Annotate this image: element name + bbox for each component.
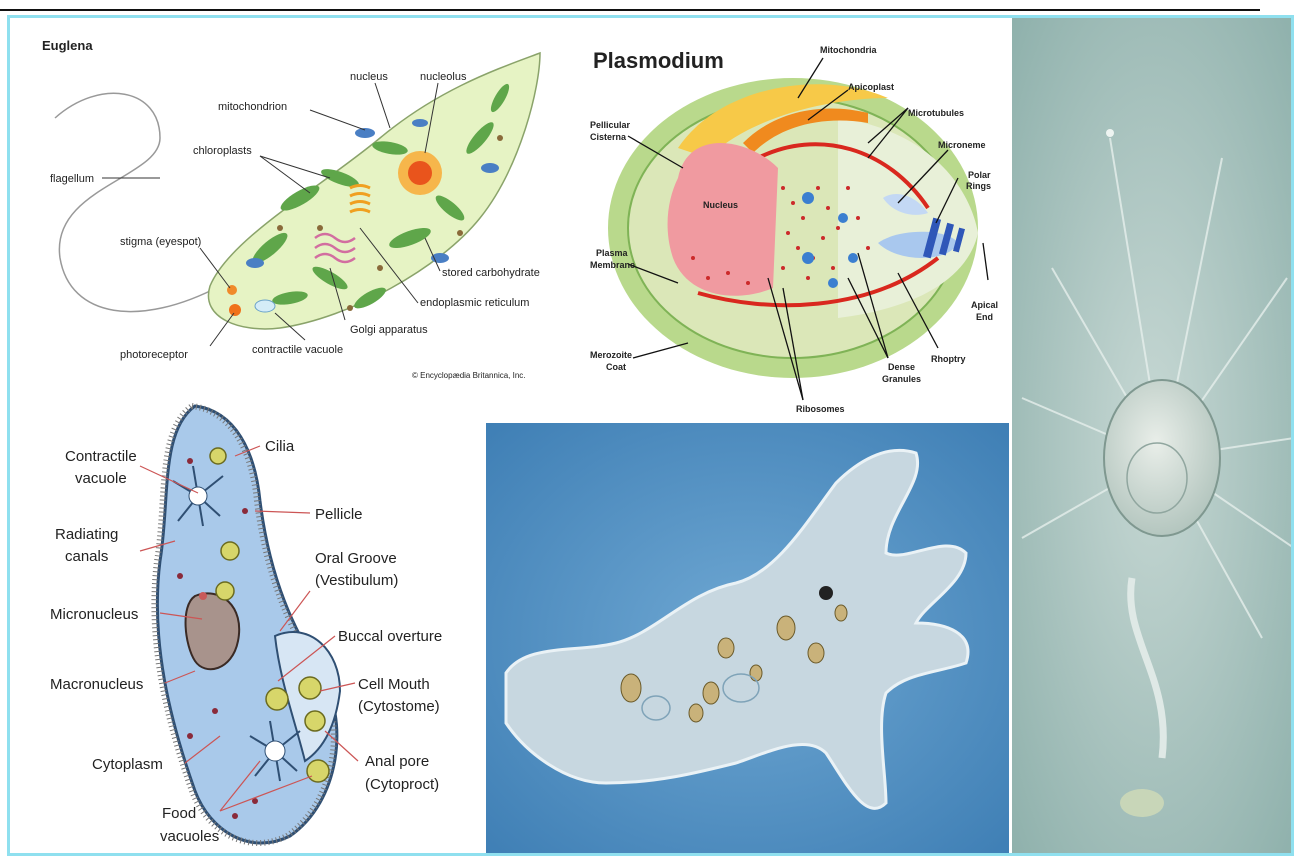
collage-frame: Euglena nucleus nucleolus mitochondrion … xyxy=(7,15,1294,856)
label-plasma-1: Plasma xyxy=(596,248,629,258)
label-endoplasmic-reticulum: endoplasmic reticulum xyxy=(420,297,529,309)
label-oral-1: Oral Groove xyxy=(315,550,397,567)
label-anal-2: (Cytoproct) xyxy=(365,776,439,793)
label-food-2: vacuoles xyxy=(160,828,219,845)
label-flagellum: flagellum xyxy=(50,173,94,185)
label-contractile-vacuole: contractile vacuole xyxy=(252,344,343,356)
label-merozoite-1: Merozoite xyxy=(590,350,632,360)
label-polar-2: Rings xyxy=(966,181,991,191)
euglena-title: Euglena xyxy=(42,38,93,53)
label-dense-1: Dense xyxy=(888,362,915,372)
paramecium-diagram: Cilia Contractile vacuole Pellicle Radia… xyxy=(20,391,490,856)
label-cytoplasm: Cytoplasm xyxy=(92,756,163,773)
label-food-1: Food xyxy=(162,805,196,822)
amoeba-photo xyxy=(486,423,1009,856)
label-nucleolus: nucleolus xyxy=(420,71,467,83)
plasmodium-diagram: Plasmodium Mitochondria Apicoplast Micro… xyxy=(568,28,1008,428)
label-buccal: Buccal overture xyxy=(338,628,442,645)
label-apical-2: End xyxy=(976,312,993,322)
label-cellmouth-2: (Cytostome) xyxy=(358,698,440,715)
label-microtubules: Microtubules xyxy=(908,108,964,118)
top-rule xyxy=(0,9,1260,11)
label-golgi: Golgi apparatus xyxy=(350,324,428,336)
label-anal-1: Anal pore xyxy=(365,753,429,770)
label-pellicular-2: Cisterna xyxy=(590,132,627,142)
label-nucleus: nucleus xyxy=(350,71,388,83)
euglena-diagram: Euglena nucleus nucleolus mitochondrion … xyxy=(20,28,565,388)
label-oral-2: (Vestibulum) xyxy=(315,572,398,589)
label-dense-2: Granules xyxy=(882,374,921,384)
label-macronucleus: Macronucleus xyxy=(50,676,143,693)
label-contractile-1: Contractile xyxy=(65,448,137,465)
label-cilia: Cilia xyxy=(265,438,295,455)
label-pellicular-1: Pellicular xyxy=(590,120,631,130)
label-pellicle: Pellicle xyxy=(315,506,363,523)
label-stored-carbohydrate: stored carbohydrate xyxy=(442,267,540,279)
label-polar-1: Polar xyxy=(968,170,991,180)
label-apicoplast: Apicoplast xyxy=(848,82,894,92)
label-nucleus-plasmodium: Nucleus xyxy=(703,200,738,210)
label-rhoptry: Rhoptry xyxy=(931,354,966,364)
label-radiating-1: Radiating xyxy=(55,526,118,543)
label-chloroplasts: chloroplasts xyxy=(193,145,252,157)
label-photoreceptor: photoreceptor xyxy=(120,349,188,361)
euglena-credit: © Encyclopædia Britannica, Inc. xyxy=(412,371,526,380)
label-micronucleus: Micronucleus xyxy=(50,606,138,623)
plasmodium-title: Plasmodium xyxy=(593,48,724,73)
label-plasma-2: Membrane xyxy=(590,260,635,270)
label-radiating-2: canals xyxy=(65,548,108,565)
heliozoan-photo xyxy=(1012,18,1294,856)
label-ribosomes: Ribosomes xyxy=(796,404,845,414)
label-mitochondrion: mitochondrion xyxy=(218,101,287,113)
label-apical-1: Apical xyxy=(971,300,998,310)
label-microneme: Microneme xyxy=(938,140,986,150)
label-merozoite-2: Coat xyxy=(606,362,626,372)
label-contractile-2: vacuole xyxy=(75,470,127,487)
label-cellmouth-1: Cell Mouth xyxy=(358,676,430,693)
label-stigma: stigma (eyespot) xyxy=(120,236,201,248)
label-mitochondria: Mitochondria xyxy=(820,45,877,55)
